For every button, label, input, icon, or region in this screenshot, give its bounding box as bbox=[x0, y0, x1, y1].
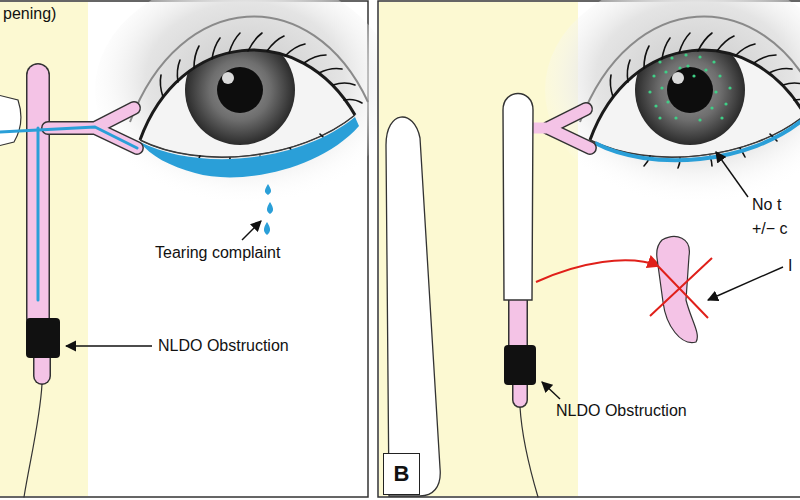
lacrimal-sac-b bbox=[503, 94, 533, 301]
outcome-label: No t bbox=[752, 196, 781, 214]
nasal-bone bbox=[0, 95, 21, 146]
tear-drops bbox=[264, 184, 273, 235]
lacrimal-system-a bbox=[0, 75, 137, 497]
nasal-band bbox=[0, 2, 88, 496]
eye-b bbox=[545, 0, 800, 205]
obstruction-label: NLDO Obstruction bbox=[158, 337, 289, 355]
nasal-septum bbox=[386, 117, 440, 496]
obstruction-b bbox=[504, 345, 536, 385]
removal-arrow bbox=[536, 260, 660, 282]
leader-line bbox=[66, 345, 152, 346]
leader-line bbox=[716, 152, 748, 197]
cross-mark bbox=[650, 258, 712, 318]
corneal-dots bbox=[648, 53, 731, 121]
panel-letter-box: B bbox=[383, 453, 420, 495]
tear-meniscus bbox=[595, 118, 800, 160]
panel-letter: B bbox=[394, 461, 410, 487]
outcome-label: +/− c bbox=[752, 220, 788, 238]
tear-pool bbox=[140, 117, 359, 177]
obstruction-label: NLDO Obstruction bbox=[556, 402, 687, 420]
eye-a bbox=[95, 0, 395, 205]
symptom-label: Tearing complaint bbox=[155, 244, 280, 262]
panel-title-fragment: pening) bbox=[3, 5, 56, 23]
leader-line bbox=[708, 267, 783, 300]
obstruction-a bbox=[26, 318, 60, 358]
leader-line bbox=[242, 221, 261, 240]
excision-label: I bbox=[788, 257, 792, 275]
leader-line bbox=[542, 382, 560, 399]
